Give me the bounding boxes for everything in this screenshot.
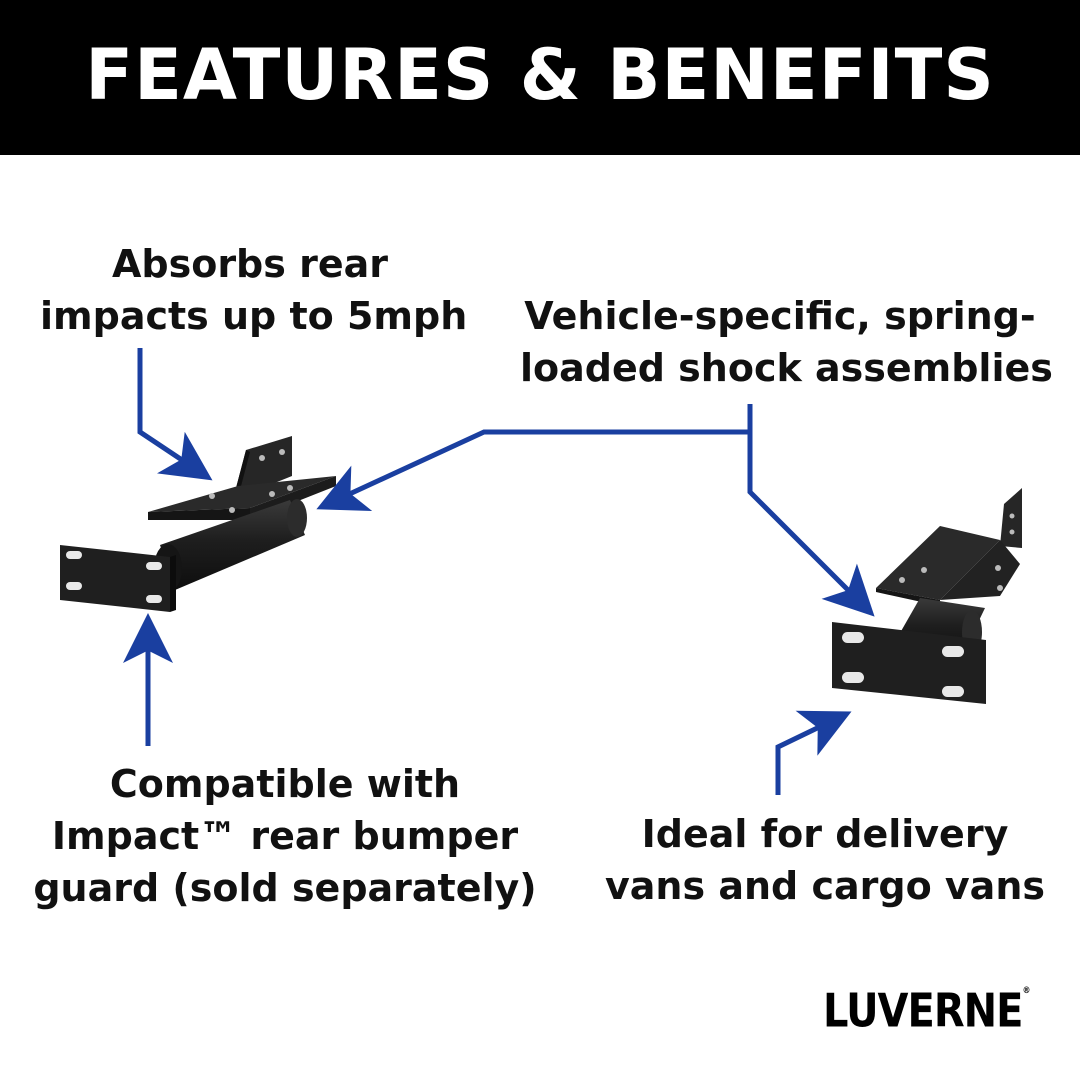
arrow-vehicle-specific-to-left-bracket bbox=[316, 404, 753, 512]
callout-compatible-line1: Compatible with bbox=[109, 762, 461, 806]
luverne-logo: LUVERNE® bbox=[823, 985, 1033, 1043]
callout-vehicle-specific-line1: Vehicle-specific, spring- bbox=[524, 294, 1036, 338]
callout-ideal: Ideal for delivery vans and cargo vans bbox=[600, 808, 1050, 912]
callout-vehicle-specific: Vehicle-specific, spring- loaded shock a… bbox=[520, 290, 1053, 394]
callout-absorbs-line1: Absorbs rear bbox=[111, 242, 389, 286]
callout-compatible-line3: guard (sold separately) bbox=[33, 866, 537, 910]
right-shock-bracket bbox=[832, 488, 1022, 704]
arrow-absorbs-to-left-bracket bbox=[137, 348, 213, 481]
registered-mark: ® bbox=[1022, 985, 1031, 996]
callout-ideal-line2: vans and cargo vans bbox=[605, 864, 1045, 908]
page-title: FEATURES & BENEFITS bbox=[85, 33, 995, 116]
callout-absorbs: Absorbs rear impacts up to 5mph bbox=[40, 238, 468, 342]
logo-text: LUVERNE bbox=[823, 985, 1023, 1038]
left-shock-bracket bbox=[60, 436, 336, 612]
arrow-vehicle-specific-to-right-bracket bbox=[747, 432, 875, 617]
callout-compatible: Compatible with Impact™ rear bumper guar… bbox=[30, 758, 540, 914]
header-banner: FEATURES & BENEFITS bbox=[0, 0, 1080, 155]
callout-ideal-line1: Ideal for delivery bbox=[641, 812, 1009, 856]
arrow-ideal-to-right-bracket bbox=[775, 710, 852, 795]
callout-vehicle-specific-line2: loaded shock assemblies bbox=[520, 346, 1053, 390]
callout-compatible-line2: Impact™ rear bumper bbox=[51, 814, 519, 858]
callout-absorbs-line2: impacts up to 5mph bbox=[40, 294, 468, 338]
